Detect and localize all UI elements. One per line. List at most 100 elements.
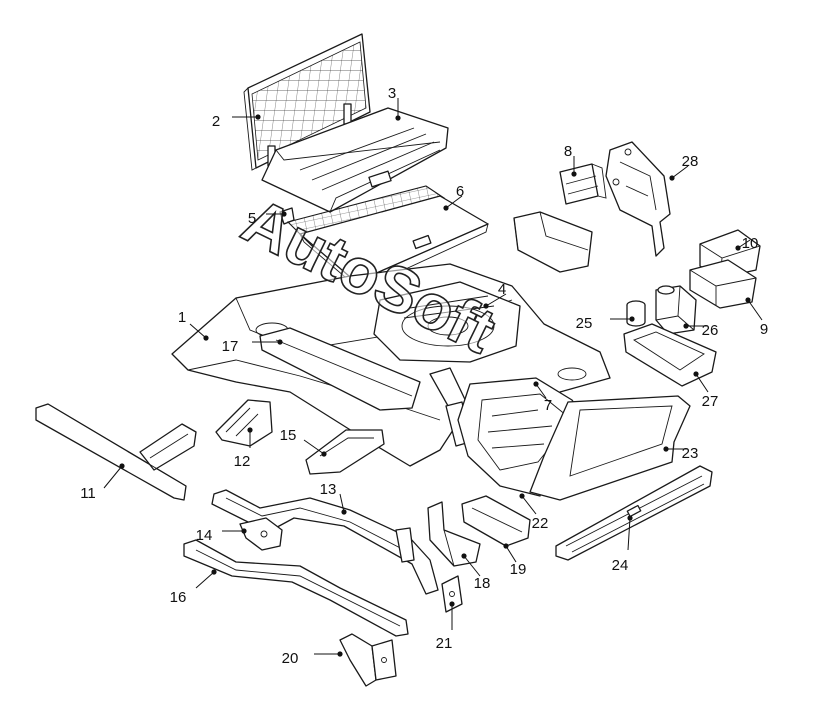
- callout-23: 23: [663, 445, 698, 462]
- leader-dot-7: [533, 381, 539, 387]
- leader-dot-16: [211, 569, 217, 575]
- callout-7: 7: [533, 381, 552, 414]
- callout-21: 21: [436, 601, 455, 652]
- callout-1: 1: [178, 309, 209, 341]
- leader-dot-8: [571, 171, 577, 177]
- callout-number-6: 6: [456, 183, 464, 200]
- part-26-compressor: [655, 285, 697, 335]
- callout-number-14: 14: [196, 527, 213, 544]
- callout-number-23: 23: [682, 445, 699, 462]
- callout-8: 8: [564, 143, 577, 177]
- callout-6: 6: [443, 183, 464, 211]
- callout-9: 9: [745, 297, 768, 338]
- callout-10: 10: [735, 235, 758, 252]
- leader-dot-14: [241, 528, 247, 534]
- callout-number-7: 7: [544, 397, 552, 414]
- part-21-plate: [441, 575, 463, 613]
- leader-dot-19: [503, 543, 509, 549]
- leader-dot-22: [519, 493, 525, 499]
- leader-line-18: [463, 555, 481, 577]
- leader-dot-5: [281, 211, 287, 217]
- part-18-bracket: [427, 501, 481, 567]
- callout-number-19: 19: [510, 561, 527, 578]
- leader-dot-12: [247, 427, 253, 433]
- callout-14: 14: [196, 527, 247, 544]
- callout-number-4: 4: [498, 281, 506, 298]
- callout-18: 18: [461, 553, 490, 592]
- leader-dot-17: [277, 339, 283, 345]
- callout-28: 28: [669, 153, 698, 181]
- callout-number-21: 21: [436, 635, 453, 652]
- callout-20: 20: [282, 650, 343, 667]
- callout-number-22: 22: [532, 515, 549, 532]
- leader-dot-11: [119, 463, 125, 469]
- part-13-rail: [211, 489, 439, 595]
- leader-line-6: [445, 195, 463, 209]
- leader-line-11: [103, 465, 123, 489]
- leader-line-13: [339, 493, 345, 513]
- callout-number-8: 8: [564, 143, 572, 160]
- leader-line-1: [189, 323, 207, 339]
- callout-16: 16: [170, 569, 217, 606]
- part-2-cargo-net: [243, 33, 371, 171]
- callout-number-24: 24: [612, 557, 629, 574]
- leader-line-27: [695, 373, 709, 393]
- callout-number-1: 1: [178, 309, 186, 326]
- leader-dot-1: [203, 335, 209, 341]
- leader-dot-20: [337, 651, 343, 657]
- callout-11: 11: [80, 463, 125, 502]
- callout-number-27: 27: [702, 393, 719, 410]
- callout-25: 25: [576, 315, 635, 332]
- callout-number-9: 9: [760, 321, 768, 338]
- part-8-module: [559, 163, 607, 205]
- leader-line-4: [485, 293, 507, 307]
- callout-15: 15: [280, 427, 327, 457]
- callout-number-18: 18: [474, 575, 491, 592]
- leader-line-15: [303, 439, 325, 455]
- tool-tray: [513, 211, 593, 273]
- part-12-bracket: [215, 399, 273, 447]
- leader-dot-15: [321, 451, 327, 457]
- leader-dot-6: [443, 205, 449, 211]
- part-23-floor-mat: [529, 395, 691, 501]
- part-28-bracket: [605, 141, 671, 257]
- callout-number-28: 28: [682, 153, 699, 170]
- callout-4: 4: [483, 281, 507, 309]
- part-24-sill-trim: [555, 465, 713, 561]
- callout-22: 22: [519, 493, 548, 532]
- callout-number-3: 3: [388, 85, 396, 102]
- leader-dot-27: [693, 371, 699, 377]
- leader-dot-18: [461, 553, 467, 559]
- callout-number-16: 16: [170, 589, 187, 606]
- part-20-bracket: [339, 633, 397, 687]
- leader-line-24: [627, 517, 631, 551]
- leader-dot-25: [629, 316, 635, 322]
- part-17-cross-panel: [259, 327, 421, 411]
- callout-24: 24: [612, 515, 633, 574]
- leader-dot-3: [395, 115, 401, 121]
- leader-dot-2: [255, 114, 261, 120]
- part-25-canister: [626, 300, 646, 327]
- part-16-rail: [183, 539, 409, 637]
- callout-27: 27: [693, 371, 718, 410]
- part-9-foam-insert: [689, 259, 757, 309]
- part-14-bracket: [239, 517, 283, 551]
- callout-19: 19: [503, 543, 526, 578]
- leader-line-16: [195, 571, 215, 589]
- callout-number-17: 17: [222, 338, 239, 355]
- callout-number-20: 20: [282, 650, 299, 667]
- leader-line-28: [671, 165, 689, 179]
- leader-line-19: [505, 545, 517, 563]
- part-11-cross-member: [35, 403, 197, 501]
- leader-dot-26: [683, 323, 689, 329]
- callout-3: 3: [388, 85, 401, 121]
- callout-5: 5: [248, 210, 287, 227]
- leader-line-9: [747, 299, 763, 321]
- callout-number-5: 5: [248, 210, 256, 227]
- leader-dot-4: [483, 303, 489, 309]
- callout-12: 12: [234, 427, 253, 470]
- leader-dot-10: [735, 245, 741, 251]
- callout-26: 26: [683, 322, 718, 339]
